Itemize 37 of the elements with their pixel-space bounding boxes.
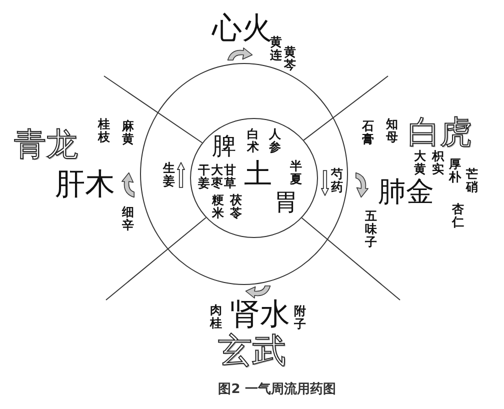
herb-name: 麻黄	[122, 120, 134, 146]
herb-name: 桂枝	[98, 118, 110, 144]
herb-name: 白术	[247, 128, 259, 154]
herb-name: 黄连	[270, 36, 282, 62]
herb-name: 人参	[269, 128, 281, 154]
herb-name: 五味子	[365, 210, 377, 250]
organ-element-label: 脾	[212, 134, 236, 158]
organ-element-label: 肾水	[230, 300, 290, 330]
herb-name: 生姜	[163, 162, 175, 188]
herb-name: 大枣	[211, 164, 223, 190]
herb-name: 甘草	[224, 164, 236, 190]
herb-name: 石膏	[362, 120, 374, 146]
organ-element-label: 土	[244, 160, 272, 188]
organ-element-label: 心火	[212, 14, 272, 44]
herb-name: 粳米	[212, 194, 224, 220]
symbol-name: 白虎	[408, 116, 472, 148]
herb-name: 半夏	[290, 160, 302, 186]
organ-element-label: 肺金	[378, 178, 434, 206]
herb-name: 细辛	[122, 206, 134, 232]
herb-name: 大黄	[414, 150, 426, 176]
herb-name: 厚朴	[449, 158, 461, 184]
herb-name: 附子	[294, 305, 306, 332]
herb-name: 知母	[386, 118, 398, 144]
inner-circle	[190, 118, 318, 238]
symbol-name: 青龙	[14, 128, 78, 160]
herb-name: 杏仁	[452, 203, 464, 230]
herb-name: 干姜	[198, 164, 210, 190]
herb-name: 枳实	[432, 150, 444, 176]
herb-name: 芍药	[331, 168, 343, 194]
herb-name: 肉桂	[210, 304, 222, 330]
symbol-name: 玄武	[218, 334, 286, 368]
organ-element-label: 胃	[274, 190, 298, 214]
herb-name: 黄芩	[284, 46, 296, 72]
figure-caption: 图2 一气周流用药图	[218, 383, 336, 398]
herb-name: 芒硝	[466, 168, 478, 194]
organ-element-label: 肝木	[55, 170, 115, 200]
herb-name: 茯苓	[230, 194, 242, 220]
